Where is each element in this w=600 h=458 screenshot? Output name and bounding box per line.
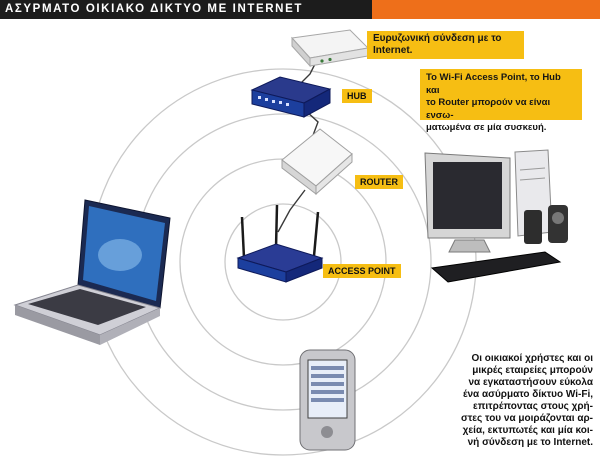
- description-line: Οι οικιακοί χρήστες και οι: [471, 353, 593, 364]
- desktop-computer-icon: [424, 149, 568, 283]
- description-line: χεία, εκτυπωτές και μία κοι-: [462, 425, 593, 436]
- page-title: ΑΣΥΡΜΑΤΟ ΟΙΚΙΑΚΟ ΔΙΚΤΥΟ ΜΕ INTERNET: [0, 0, 372, 19]
- header-banner: ΑΣΥΡΜΑΤΟ ΟΙΚΙΑΚΟ ΔΙΚΤΥΟ ΜΕ INTERNET: [0, 0, 600, 19]
- description-line: νή σύνδεση με το Internet.: [467, 437, 593, 448]
- router-icon: [281, 128, 353, 196]
- description-text: Οι οικιακοί χρήστες και οι μικρές εταιρε…: [425, 353, 593, 449]
- description-line: στες του να μοιράζονται αρ-: [460, 413, 593, 424]
- cable-router-ap: [277, 189, 306, 233]
- access-point-icon: [236, 204, 324, 283]
- access-point-label: ACCESS POINT: [323, 264, 401, 278]
- hub-label: HUB: [342, 89, 372, 103]
- integration-info-box: Το Wi-Fi Access Point, το Hub και το Rou…: [420, 69, 582, 133]
- info-line: ματωμένα σε μία συσκευή.: [426, 122, 547, 133]
- banner-accent-bar: [372, 0, 600, 19]
- pda-icon: [299, 349, 356, 451]
- signal-ring-1: [224, 203, 342, 321]
- modem-icon: [290, 29, 370, 68]
- broadband-callout: Ευρυζωνική σύνδεση με το Internet.: [367, 31, 524, 59]
- description-line: ένα ασύρματο δίκτυο Wi-Fi,: [462, 389, 593, 400]
- description-line: επιτρέποντας στους χρή-: [472, 401, 593, 412]
- network-diagram: [13, 29, 568, 456]
- broadband-label: Ευρυζωνική σύνδεση με το Internet.: [373, 33, 502, 56]
- router-label: ROUTER: [355, 175, 403, 189]
- info-line: Το Wi-Fi Access Point, το Hub και: [426, 72, 561, 96]
- description-line: μικρές εταιρείες μπορούν: [472, 365, 593, 376]
- info-line: το Router μπορούν να είναι ενσω-: [426, 97, 551, 121]
- laptop-icon: [13, 199, 171, 345]
- description-line: να εγκαταστήσουν εύκολα: [468, 377, 593, 388]
- hub-icon: [250, 76, 332, 118]
